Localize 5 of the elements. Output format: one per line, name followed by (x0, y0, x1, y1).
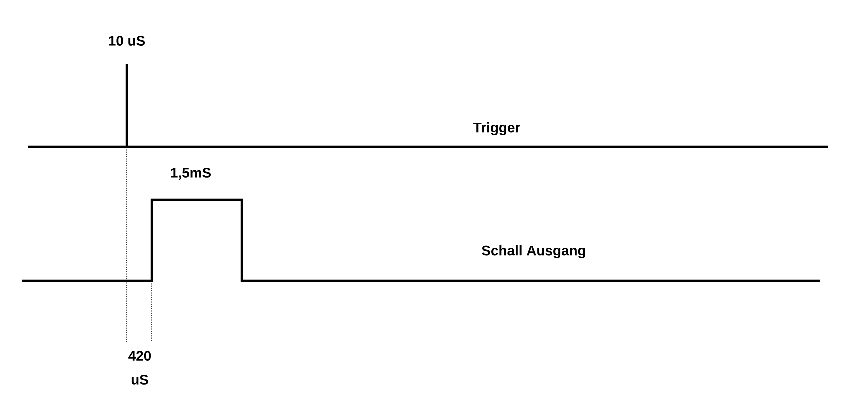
signal-label: Trigger (474, 122, 520, 136)
timing-label: 1,5mS (171, 168, 211, 180)
timing-label: 420 uS (128, 351, 152, 385)
signal-label: Schall Ausgang (482, 245, 586, 259)
timing-label: 10 uS (109, 36, 146, 46)
